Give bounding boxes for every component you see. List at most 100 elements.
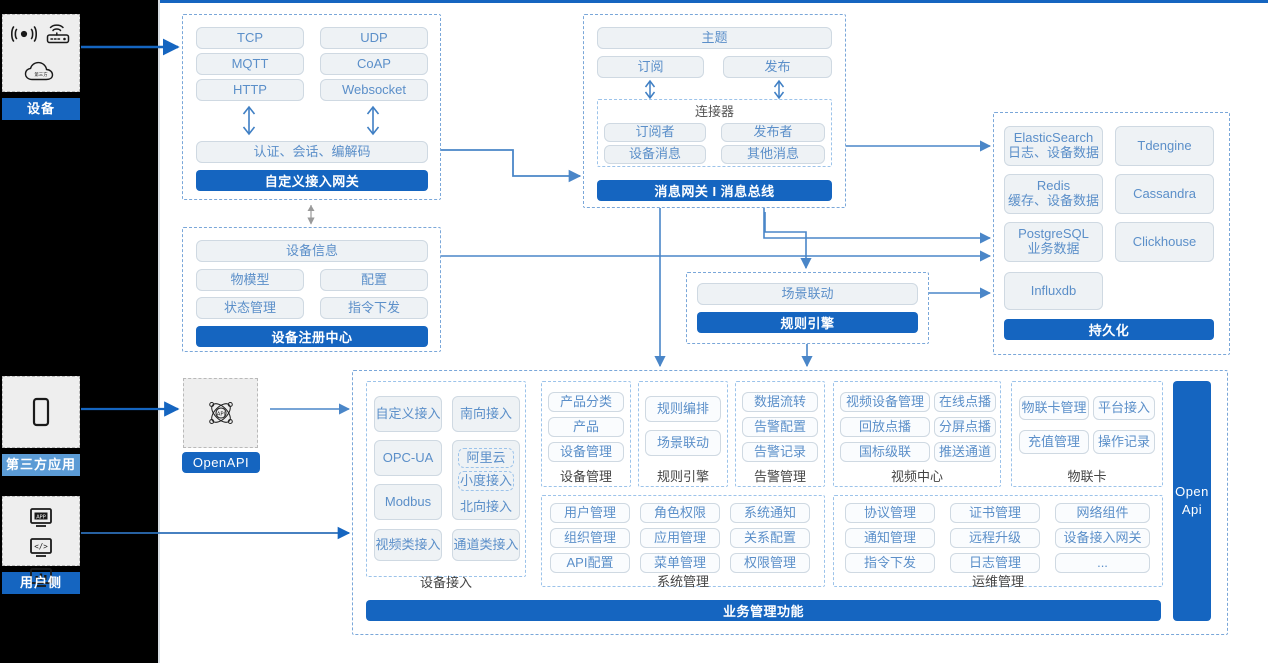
chip-menu-management[interactable]: 菜单管理 xyxy=(640,553,720,573)
bar-openapi[interactable]: OpenAPI xyxy=(182,452,260,473)
chip-protocol-mqtt[interactable]: MQTT xyxy=(196,53,304,75)
panel-rule-engine xyxy=(686,272,929,344)
chip-store-redis[interactable]: Redis 缓存、设备数据 xyxy=(1004,174,1103,214)
panel-message-gateway xyxy=(583,14,846,208)
chip-channel-access[interactable]: 通道类接入 xyxy=(452,529,520,561)
chip-subscriber[interactable]: 订阅者 xyxy=(604,123,706,142)
chip-scene-linkage[interactable]: 场景联动 xyxy=(697,283,918,305)
chip-southbound-access[interactable]: 南向接入 xyxy=(452,396,520,432)
caption-device-management: 设备管理 xyxy=(559,468,612,484)
chip-xiaodu-access[interactable]: 小度接入 xyxy=(458,471,514,491)
group-device-access xyxy=(366,381,526,577)
chip-protocol-management[interactable]: 协议管理 xyxy=(845,503,935,523)
chip-thing-model[interactable]: 物模型 xyxy=(196,269,304,291)
chip-product-category[interactable]: 产品分类 xyxy=(548,392,624,412)
chip-publisher[interactable]: 发布者 xyxy=(721,123,825,142)
chip-command-dispatch-ops[interactable]: 指令下发 xyxy=(845,553,935,573)
chip-video-device-management[interactable]: 视频设备管理 xyxy=(840,392,930,412)
chip-modbus[interactable]: Modbus xyxy=(374,484,442,520)
chip-notice-management[interactable]: 通知管理 xyxy=(845,528,935,548)
chip-system-notice[interactable]: 系统通知 xyxy=(730,503,810,523)
chip-alarm-record[interactable]: 告警记录 xyxy=(742,442,818,462)
chip-device-management[interactable]: 设备管理 xyxy=(548,442,624,462)
chip-protocol-http[interactable]: HTTP xyxy=(196,79,304,101)
caption-system-management: 系统管理 xyxy=(656,573,709,589)
store-sub-elasticsearch: 日志、设备数据 xyxy=(1007,145,1099,160)
chip-protocol-websocket[interactable]: Websocket xyxy=(320,79,428,101)
open-api-line-1: Open xyxy=(1175,484,1209,500)
chip-device-message[interactable]: 设备消息 xyxy=(604,145,706,164)
chip-protocol-coap[interactable]: CoAP xyxy=(320,53,428,75)
bar-message-gateway-bus[interactable]: 消息网关 I 消息总线 xyxy=(597,180,832,201)
chip-push-channel[interactable]: 推送通道 xyxy=(934,442,996,462)
chip-rule-orchestration[interactable]: 规则编排 xyxy=(645,396,721,422)
chip-aliyun[interactable]: 阿里云 xyxy=(458,448,514,468)
chip-log-management[interactable]: 日志管理 xyxy=(950,553,1040,573)
cloud-icon: 第三方 xyxy=(3,57,79,87)
bar-rule-engine[interactable]: 规则引擎 xyxy=(697,312,918,333)
bar-device-registry-center[interactable]: 设备注册中心 xyxy=(196,326,428,347)
api-atom-icon: API xyxy=(204,398,238,428)
chip-data-flow[interactable]: 数据流转 xyxy=(742,392,818,412)
chip-online-vod[interactable]: 在线点播 xyxy=(934,392,996,412)
chip-playback-vod[interactable]: 回放点播 xyxy=(840,417,930,437)
chip-subscribe[interactable]: 订阅 xyxy=(597,56,704,78)
store-name-postgresql: PostgreSQL xyxy=(1018,226,1089,242)
chip-store-tdengine[interactable]: Tdengine xyxy=(1115,126,1214,166)
chip-video-access[interactable]: 视频类接入 xyxy=(374,529,442,561)
chip-network-component[interactable]: 网络组件 xyxy=(1055,503,1150,523)
caption-rule-engine: 规则引擎 xyxy=(656,468,709,484)
chip-device-access-gateway[interactable]: 设备接入网关 xyxy=(1055,528,1150,548)
panel-device-registry xyxy=(182,227,441,352)
chip-split-screen-vod[interactable]: 分屏点播 xyxy=(934,417,996,437)
chip-app-management[interactable]: 应用管理 xyxy=(640,528,720,548)
chip-user-management[interactable]: 用户管理 xyxy=(550,503,630,523)
chip-command-dispatch[interactable]: 指令下发 xyxy=(320,297,428,319)
group-video-center xyxy=(833,381,1001,487)
chip-permission-management[interactable]: 权限管理 xyxy=(730,553,810,573)
chip-store-cassandra[interactable]: Cassandra xyxy=(1115,174,1214,214)
chip-device-info[interactable]: 设备信息 xyxy=(196,240,428,262)
chip-config[interactable]: 配置 xyxy=(320,269,428,291)
chip-other-message[interactable]: 其他消息 xyxy=(721,145,825,164)
bar-persistence[interactable]: 持久化 xyxy=(1004,319,1214,340)
chip-protocol-tcp[interactable]: TCP xyxy=(196,27,304,49)
chip-protocol-udp[interactable]: UDP xyxy=(320,27,428,49)
chip-remote-upgrade[interactable]: 远程升级 xyxy=(950,528,1040,548)
chip-iot-card-management[interactable]: 物联卡管理 xyxy=(1019,396,1089,420)
chip-product[interactable]: 产品 xyxy=(548,417,624,437)
chip-store-clickhouse[interactable]: Clickhouse xyxy=(1115,222,1214,262)
chip-scene-linkage-biz[interactable]: 场景联动 xyxy=(645,430,721,456)
bar-business-functions[interactable]: 业务管理功能 xyxy=(366,600,1161,621)
chip-state-management[interactable]: 状态管理 xyxy=(196,297,304,319)
chip-gb-cascade[interactable]: 国标级联 xyxy=(840,442,930,462)
chip-store-postgresql[interactable]: PostgreSQL 业务数据 xyxy=(1004,222,1103,262)
code-screen-icon: </> xyxy=(24,533,58,563)
chip-more-ellipsis[interactable]: ... xyxy=(1055,553,1150,573)
panel-business xyxy=(352,370,1228,635)
caption-video-center: 视频中心 xyxy=(890,468,943,484)
chip-publish[interactable]: 发布 xyxy=(723,56,832,78)
bar-open-api-vertical[interactable]: Open Api xyxy=(1173,381,1211,621)
chip-recharge-management[interactable]: 充值管理 xyxy=(1019,430,1089,454)
actor-user-side: APP </> 用户侧 xyxy=(2,496,80,594)
chip-alarm-config[interactable]: 告警配置 xyxy=(742,417,818,437)
chip-role-permission[interactable]: 角色权限 xyxy=(640,503,720,523)
chip-operation-record[interactable]: 操作记录 xyxy=(1093,430,1155,454)
chip-api-config[interactable]: API配置 xyxy=(550,553,630,573)
chip-relation-config[interactable]: 关系配置 xyxy=(730,528,810,548)
chip-org-management[interactable]: 组织管理 xyxy=(550,528,630,548)
chip-store-influxdb[interactable]: Influxdb xyxy=(1004,272,1103,310)
northbound-label: 北向接入 xyxy=(459,499,512,515)
panel-access-gateway xyxy=(182,14,441,200)
svg-text:API: API xyxy=(216,411,225,417)
chip-topic[interactable]: 主题 xyxy=(597,27,832,49)
actor-device-label: 设备 xyxy=(2,98,80,120)
chip-store-elasticsearch-text[interactable]: ElasticSearch 日志、设备数据 xyxy=(1004,126,1103,166)
bar-custom-access-gateway[interactable]: 自定义接入网关 xyxy=(196,170,428,191)
chip-auth-session-codec[interactable]: 认证、会话、编解码 xyxy=(196,141,428,163)
chip-opc-ua[interactable]: OPC-UA xyxy=(374,440,442,476)
chip-certificate-management[interactable]: 证书管理 xyxy=(950,503,1040,523)
chip-platform-access[interactable]: 平台接入 xyxy=(1093,396,1155,420)
chip-custom-access[interactable]: 自定义接入 xyxy=(374,396,442,432)
